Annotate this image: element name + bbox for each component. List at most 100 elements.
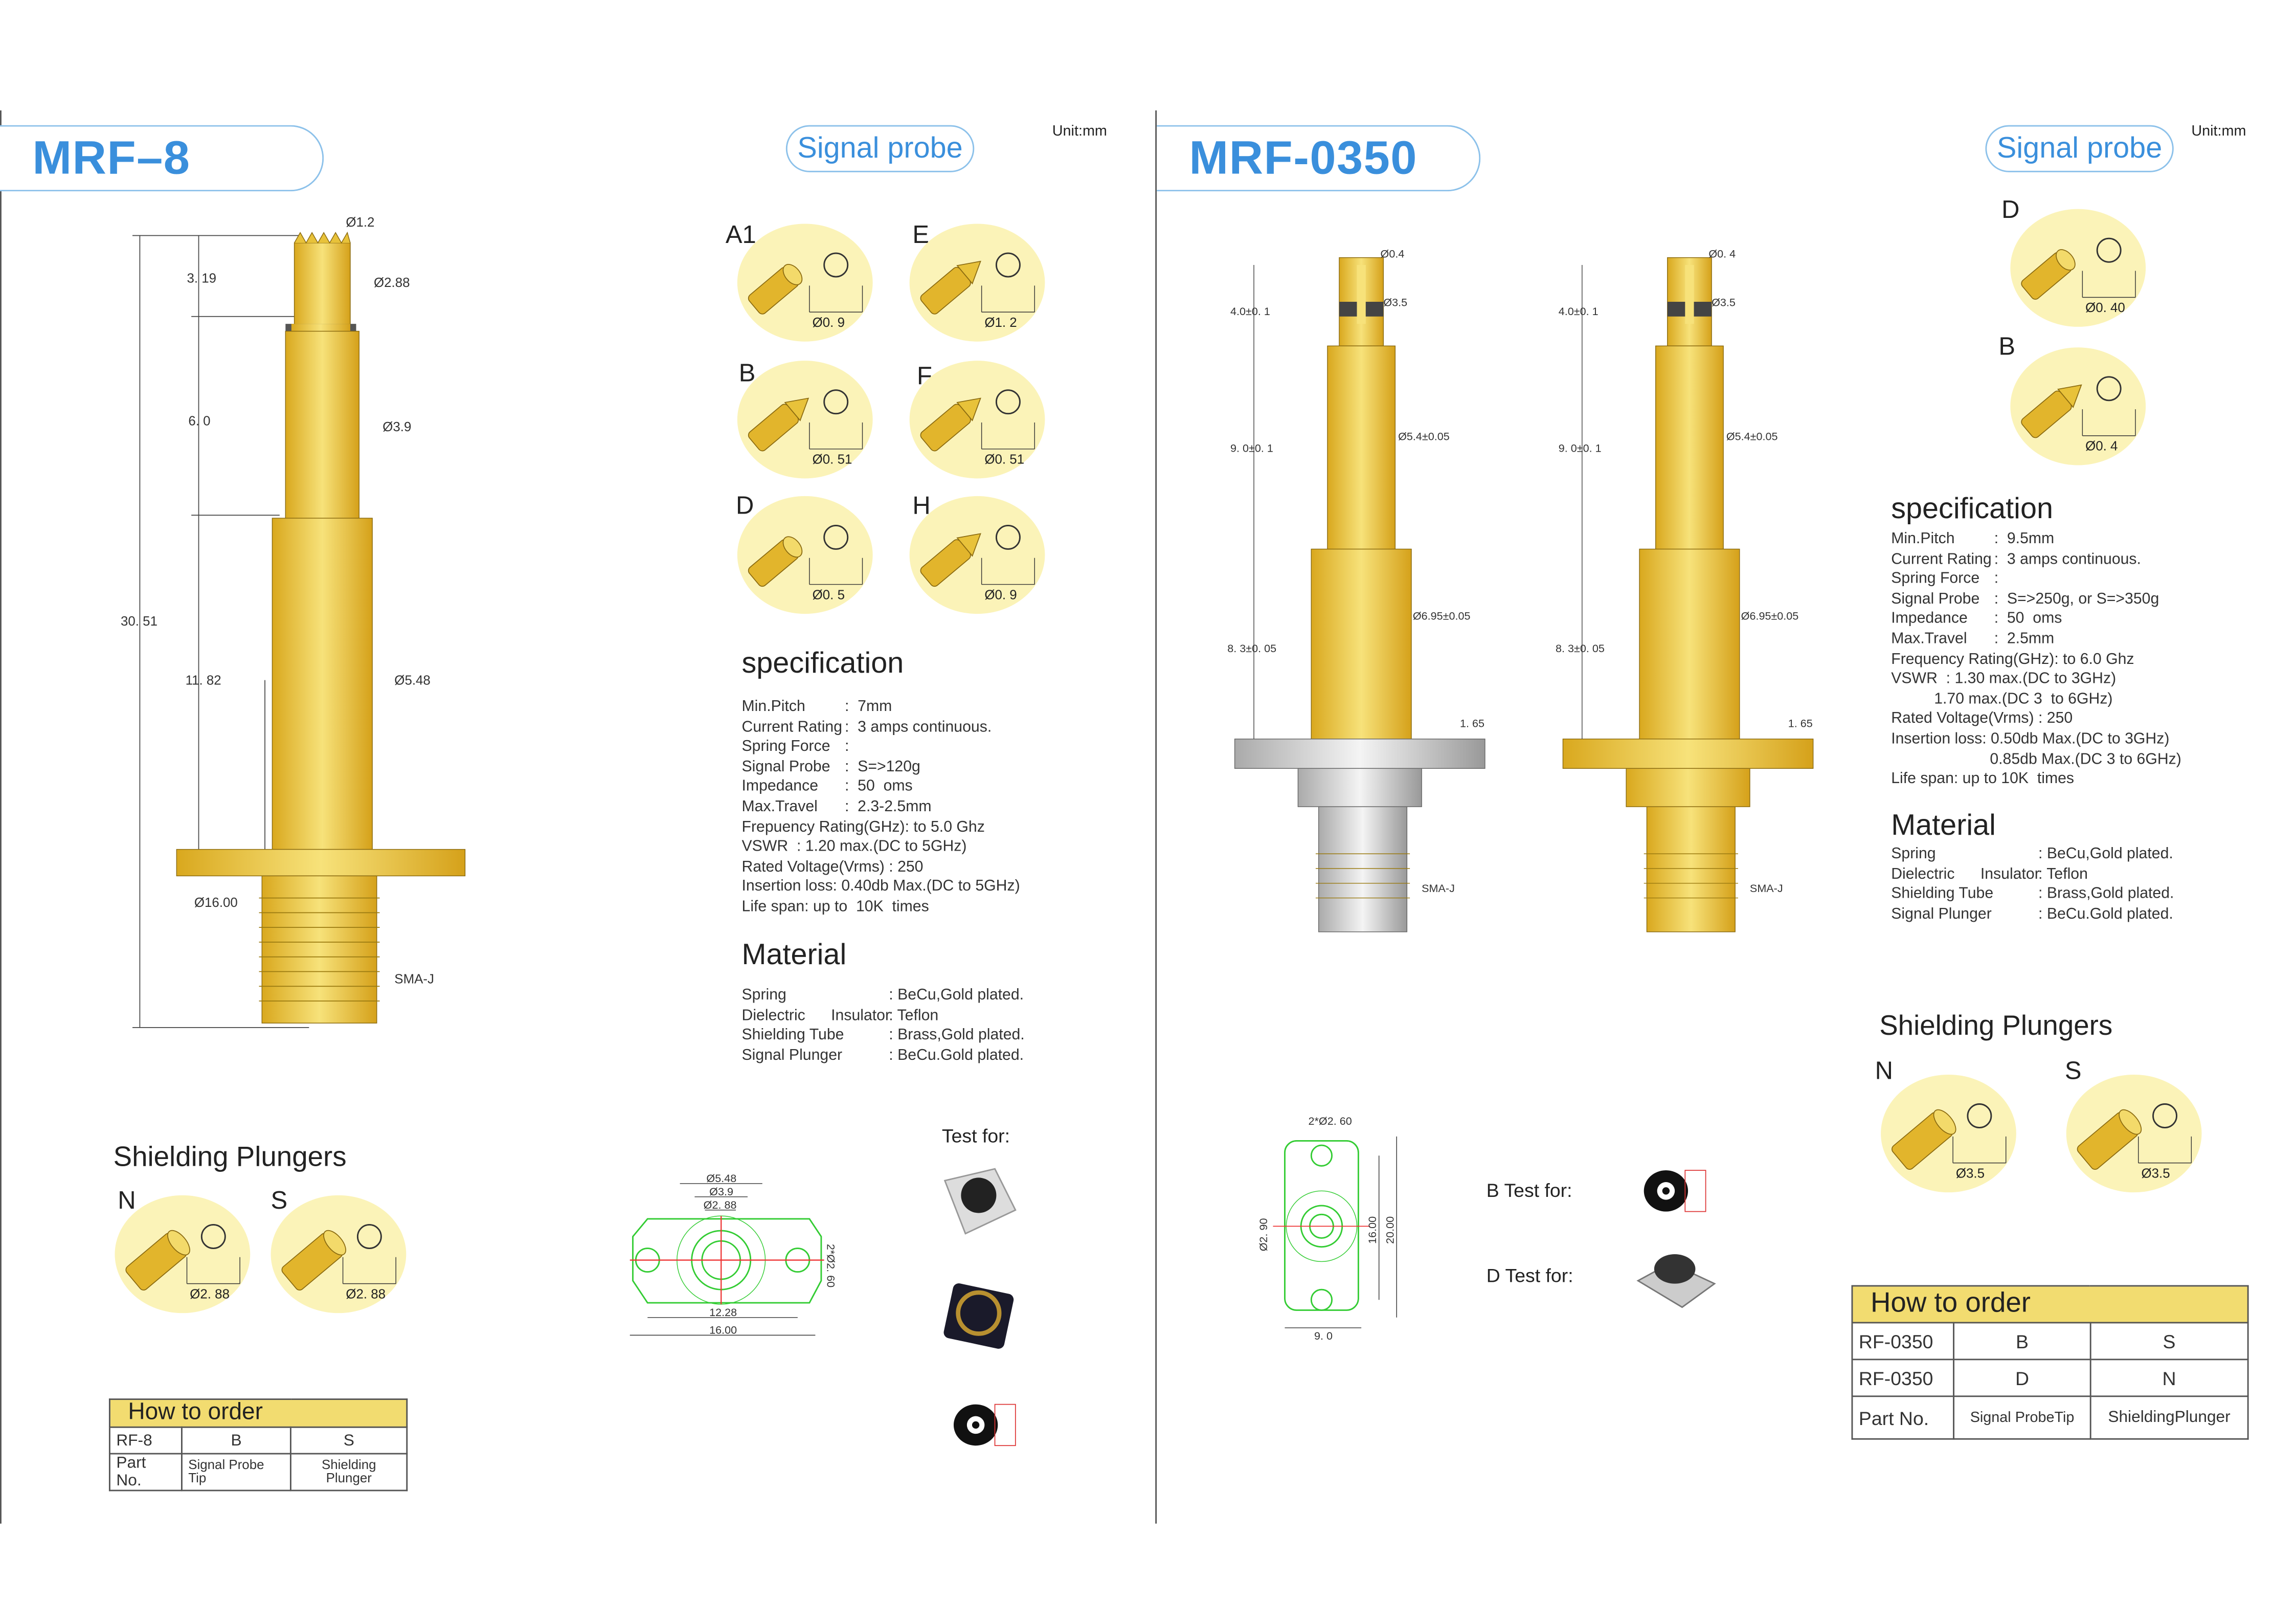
order-title: How to order — [1851, 1285, 2249, 1324]
dim-d2: Ø5.4±0.05 — [1726, 430, 1778, 443]
spec-key: Impedance — [1891, 610, 1968, 628]
spec-key: Signal Plunger — [741, 1046, 843, 1064]
spec-row: Shielding Tube : Brass,Gold plated. — [742, 1027, 1025, 1047]
dim-flange: 1. 65 — [1460, 717, 1484, 730]
spec-row: Insertion loss: 0.40db Max.(DC to 5GHz) — [742, 878, 1020, 898]
plunger-illustration: Ø2. 88 — [271, 1195, 407, 1314]
model-title-pill: MRF-0350 — [1157, 125, 1481, 192]
dim-d1: Ø3.5 — [1383, 296, 1407, 309]
b-test-for-label: B Test for: — [1486, 1179, 1572, 1202]
category-badge: Signal probe — [1985, 125, 2174, 172]
model-title: MRF–8 — [32, 131, 191, 184]
unit-label: Unit:mm — [2191, 123, 2246, 140]
spec-row: Life span: up to 10K times — [1891, 770, 2181, 790]
spec-key: Min.Pitch — [1891, 530, 1955, 548]
spec-value: : 2.3-2.5mm — [844, 797, 932, 816]
dim-l1: 4.0±0. 1 — [1559, 305, 1599, 318]
spec-key: Shielding Tube — [741, 1026, 844, 1044]
spec-key: Signal Probe — [1891, 590, 1980, 608]
order-cell: Signal ProbeTip — [1953, 1395, 2091, 1440]
spec-row: Spring Force: — [1891, 570, 2181, 590]
tip-illustration: Ø1. 2 — [909, 224, 1045, 342]
plungers-title: Shielding Plungers — [1879, 1011, 2113, 1042]
spec-row: Rated Voltage(Vrms) : 250 — [742, 858, 1020, 878]
spec-value: : 2.5mm — [1994, 630, 2055, 648]
diameter-label: Ø0. 51 — [813, 453, 852, 467]
spec-value: 1.70 max.(DC 3 to 6GHz) — [1891, 690, 2113, 708]
spec-value: Insertion loss: 0.50db Max.(DC to 3GHz) — [1891, 730, 2170, 748]
spec-row: Frepuency Rating(GHz): to 5.0 Ghz — [742, 818, 1020, 838]
spec-value: : Brass,Gold plated. — [2038, 885, 2174, 903]
spec-key: Signal Plunger — [1891, 905, 1992, 923]
diameter-label: Ø0. 9 — [813, 316, 845, 330]
spec-row: Signal Plunger: BeCu.Gold plated. — [1891, 905, 2174, 925]
dim-tip: Ø0.4 — [1381, 248, 1405, 260]
spec-key: Shielding Tube — [1891, 885, 1994, 903]
spec-value: : BeCu,Gold plated. — [889, 986, 1024, 1004]
diameter-label: Ø3.5 — [2141, 1166, 2170, 1181]
diameter-label: Ø0. 4 — [2085, 439, 2118, 454]
dim-d2: Ø3.9 — [709, 1185, 733, 1198]
order-cell: S — [290, 1426, 408, 1455]
tip-illustration: Ø0. 51 — [909, 361, 1045, 479]
connector-image-silver — [943, 1168, 1017, 1235]
diameter-label: Ø2. 88 — [190, 1287, 230, 1301]
spec-value: : BeCu.Gold plated. — [889, 1046, 1024, 1064]
spec-row: Dielectric Insulator: Teflon — [742, 1006, 1025, 1026]
spec-value: Frepuency Rating(GHz): to 5.0 Ghz — [741, 817, 985, 836]
spec-value: Life span: up to 10K times — [1891, 770, 2075, 788]
spec-row: Max.Travel: 2.5mm — [1891, 630, 2181, 650]
d-test-for-label: D Test for: — [1486, 1264, 1573, 1287]
order-cell: S — [2089, 1322, 2249, 1361]
spec-key: Current Rating — [741, 718, 843, 736]
spec-key: Spring Force — [741, 738, 830, 755]
dim-l3: 8. 3±0. 05 — [1227, 642, 1276, 655]
material-list: Spring: BeCu,Gold plated.Dielectric Insu… — [1891, 845, 2174, 925]
spec-value: Rated Voltage(Vrms) : 250 — [741, 858, 924, 876]
connector-image-silver — [1636, 1254, 1716, 1308]
spec-key: Dielectric Insulator — [741, 1006, 891, 1024]
plunger-illustration: Ø2. 88 — [115, 1195, 251, 1314]
dim-width: 16.00 — [709, 1323, 737, 1336]
dim-d3: Ø2. 88 — [704, 1198, 737, 1211]
spec-title: specification — [741, 648, 904, 680]
spec-value: : Brass,Gold plated. — [889, 1026, 1025, 1044]
spec-row: VSWR : 1.20 max.(DC to 5GHz) — [742, 838, 1020, 858]
dim-l2: 6. 0 — [188, 414, 210, 429]
dim-tip: Ø1.2 — [346, 215, 374, 230]
order-cell: B — [1953, 1322, 2091, 1361]
spec-row: 1.70 max.(DC 3 to 6GHz) — [1891, 690, 2181, 710]
order-cell: RF-0350 — [1851, 1359, 1955, 1397]
mrf0350-probe-drawings: Ø0.4 Ø3.5 Ø5.4±0.05 Ø6.95±0.05 4.0±0. 1 … — [1227, 248, 1814, 932]
dim-tip: Ø0. 4 — [1708, 248, 1736, 260]
plungers-title: Shielding Plungers — [113, 1142, 347, 1173]
spec-key: Impedance — [741, 777, 819, 796]
spec-value: Life span: up to 10K times — [741, 898, 929, 916]
spec-key: Max.Travel — [741, 797, 818, 816]
dim-pitch: 12.28 — [709, 1306, 737, 1319]
dim-h1: Ø2. 90 — [1257, 1218, 1270, 1252]
tip-illustration: Ø0. 9 — [737, 224, 873, 342]
connector-images — [943, 1168, 1017, 1447]
dim-l2: 9. 0±0. 1 — [1559, 442, 1602, 455]
dim-d2: Ø5.4±0.05 — [1398, 430, 1450, 443]
dim-l2: 9. 0±0. 1 — [1230, 442, 1273, 455]
spec-row: Life span: up to 10K times — [742, 898, 1020, 918]
spec-row: Impedance : 50 oms — [1891, 610, 2181, 630]
spec-row: Frequency Rating(GHz): to 6.0 Ghz — [1891, 650, 2181, 670]
dim-d3: Ø5.48 — [394, 673, 431, 687]
tip-code: B — [1998, 332, 2015, 361]
spec-value: : 50 oms — [1994, 610, 2062, 628]
test-for-label: Test for: — [941, 1124, 1010, 1147]
tip-code: D — [2001, 195, 2020, 224]
spec-row: Signal Plunger : BeCu.Gold plated. — [742, 1047, 1025, 1066]
spec-row: Min.Pitch: 7mm — [742, 698, 1020, 718]
spec-row: Spring: BeCu,Gold plated. — [1891, 845, 2174, 865]
connector-image-black — [943, 1283, 1014, 1349]
spec-row: Dielectric Insulator: Teflon — [1891, 865, 2174, 885]
dim-total: 30. 51 — [121, 614, 157, 629]
order-cell: Shielding Plunger — [290, 1453, 408, 1492]
